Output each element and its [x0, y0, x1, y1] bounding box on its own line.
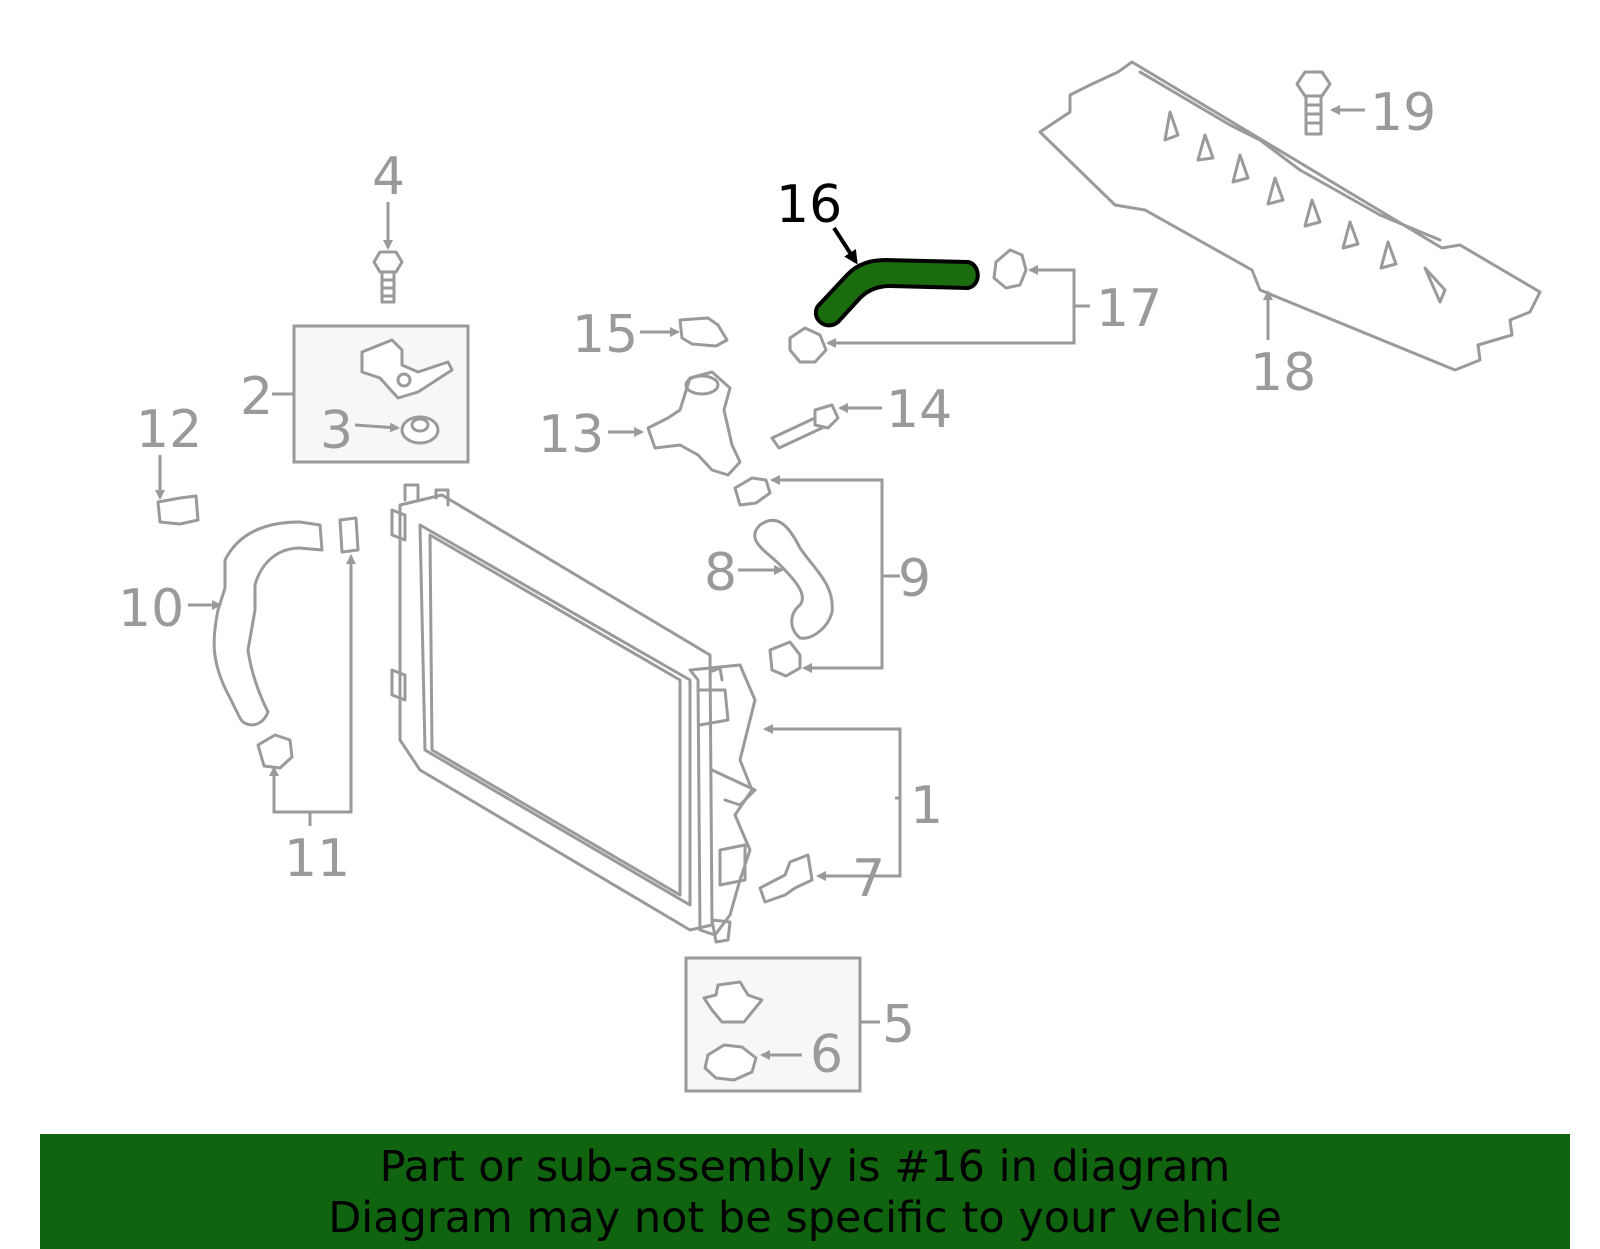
- leader-lines: [155, 105, 1365, 1060]
- callout-1: 1: [910, 776, 943, 836]
- clamp-part-17-upper[interactable]: [992, 248, 1028, 290]
- info-banner: Part or sub-assembly is #16 in diagram D…: [40, 1134, 1570, 1249]
- callout-11: 11: [284, 829, 350, 889]
- clamp-part-11-upper[interactable]: [338, 516, 360, 554]
- grommet-part-3[interactable]: [400, 415, 440, 445]
- callout-16-highlighted: 16: [776, 175, 842, 235]
- bolt-part-19[interactable]: [1295, 70, 1332, 136]
- hose-part-8[interactable]: [753, 518, 834, 640]
- callout-18: 18: [1250, 343, 1316, 403]
- banner-line-disclaimer: Diagram may not be specific to your vehi…: [328, 1193, 1282, 1243]
- callout-9: 9: [898, 549, 931, 609]
- callout-4: 4: [372, 147, 405, 207]
- callout-19: 19: [1370, 83, 1436, 143]
- bolt-part-4[interactable]: [372, 250, 404, 304]
- cap-part-12[interactable]: [156, 494, 200, 526]
- drain-plug-part-5[interactable]: [702, 980, 764, 1024]
- callout-3: 3: [320, 401, 353, 461]
- callout-15: 15: [572, 305, 638, 365]
- clamp-part-9-upper[interactable]: [733, 476, 772, 507]
- callout-17: 17: [1096, 279, 1162, 339]
- callout-14: 14: [886, 380, 952, 440]
- callout-2: 2: [240, 367, 273, 427]
- o-ring-part-6[interactable]: [703, 1043, 758, 1082]
- hose-part-16-highlighted[interactable]: [814, 258, 980, 328]
- bracket-part-2[interactable]: [360, 338, 454, 400]
- callout-10: 10: [118, 579, 184, 639]
- shroud-part-18[interactable]: [1038, 60, 1542, 372]
- callout-12: 12: [136, 400, 202, 460]
- callout-8: 8: [704, 543, 737, 603]
- clamp-part-9-lower[interactable]: [768, 640, 802, 678]
- thermostat-housing-part-13[interactable]: [646, 370, 742, 477]
- clamp-part-17-lower[interactable]: [788, 326, 828, 364]
- bolt-part-14[interactable]: [770, 403, 840, 450]
- clamp-part-11-lower[interactable]: [256, 733, 294, 770]
- banner-line-part-number: Part or sub-assembly is #16 in diagram: [379, 1142, 1231, 1192]
- callout-5: 5: [882, 995, 915, 1055]
- hose-part-10[interactable]: [212, 520, 324, 727]
- radiator-part-1[interactable]: [390, 483, 757, 944]
- callout-7: 7: [852, 849, 885, 909]
- callout-labels: 1 2 3 4 5 6 7 8 9 10 11 12 13 14 15 16 1…: [118, 83, 1436, 1085]
- callout-13: 13: [538, 405, 604, 465]
- fitting-part-7[interactable]: [758, 853, 814, 904]
- callout-6: 6: [810, 1025, 843, 1085]
- gasket-part-15[interactable]: [678, 316, 729, 348]
